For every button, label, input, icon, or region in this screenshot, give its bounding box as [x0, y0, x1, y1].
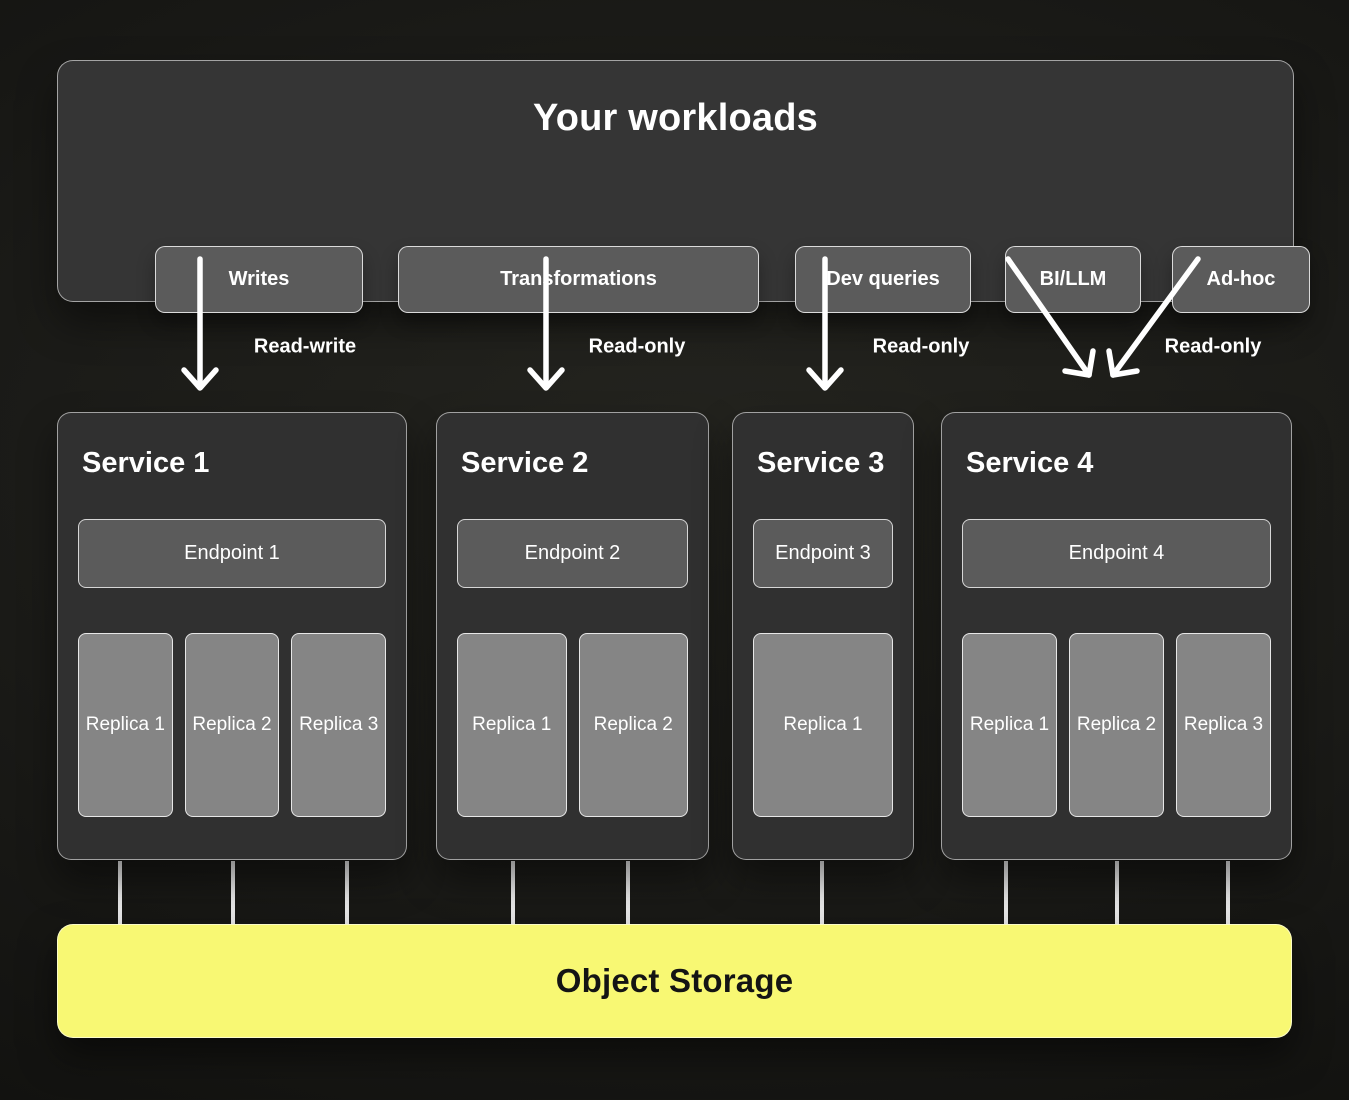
edge-label-read-only-2: Read-only — [872, 335, 970, 358]
service-card-4: Service 4 Endpoint 4 Replica 1 Replica 2… — [941, 412, 1292, 860]
workload-node-ad-hoc: Ad-hoc — [1172, 246, 1310, 313]
endpoint-node: Endpoint 3 — [753, 519, 893, 588]
arrow-writes-head-icon — [181, 367, 219, 391]
replica-node: Replica 3 — [291, 633, 387, 817]
endpoint-node: Endpoint 1 — [78, 519, 386, 588]
edge-label-read-only-1: Read-only — [588, 335, 686, 358]
edge-label-read-only-3: Read-only — [1164, 335, 1262, 358]
workload-node-dev-queries: Dev queries — [795, 246, 971, 313]
service-card-2: Service 2 Endpoint 2 Replica 1 Replica 2 — [436, 412, 709, 860]
endpoint-node: Endpoint 4 — [962, 519, 1271, 588]
service-title: Service 3 — [757, 447, 885, 479]
object-storage-label: Object Storage — [555, 962, 794, 999]
replica-node: Replica 2 — [184, 633, 280, 817]
replica-group: Replica 1 — [753, 633, 893, 817]
workload-node-transformations: Transformations — [398, 246, 759, 313]
workload-node-bi-llm: BI/LLM — [1005, 246, 1141, 313]
object-storage-bar: Object Storage — [57, 924, 1292, 1038]
endpoint-node: Endpoint 2 — [457, 519, 688, 588]
arrow-transformations-head-icon — [527, 367, 565, 391]
service-card-3: Service 3 Endpoint 3 Replica 1 — [732, 412, 914, 860]
replica-node: Replica 1 — [457, 633, 567, 817]
service-title: Service 4 — [966, 447, 1094, 479]
replica-node: Replica 1 — [753, 633, 893, 817]
arrow-dev-queries-head-icon — [806, 367, 844, 391]
workloads-group: Your workloads Writes Transformations De… — [57, 60, 1310, 313]
replica-node: Replica 1 — [78, 633, 173, 817]
replica-group: Replica 1 Replica 2 — [457, 633, 688, 817]
edge-label-read-write: Read-write — [253, 335, 357, 358]
replica-node: Replica 1 — [962, 633, 1057, 817]
arrow-ad-hoc-head-icon — [1106, 348, 1140, 378]
service-title: Service 2 — [461, 447, 589, 479]
service-card-1: Service 1 Endpoint 1 Replica 1 Replica 2… — [57, 412, 407, 860]
workload-node-writes: Writes — [155, 246, 363, 313]
replica-node: Replica 2 — [578, 633, 688, 817]
arrow-bi-llm-head-icon — [1062, 348, 1096, 378]
replica-group: Replica 1 Replica 2 Replica 3 — [78, 633, 387, 817]
replica-node: Replica 2 — [1069, 633, 1164, 817]
replica-group: Replica 1 Replica 2 Replica 3 — [962, 633, 1271, 817]
service-title: Service 1 — [82, 447, 210, 479]
workloads-title: Your workloads — [532, 97, 819, 139]
replica-node: Replica 3 — [1176, 633, 1271, 817]
